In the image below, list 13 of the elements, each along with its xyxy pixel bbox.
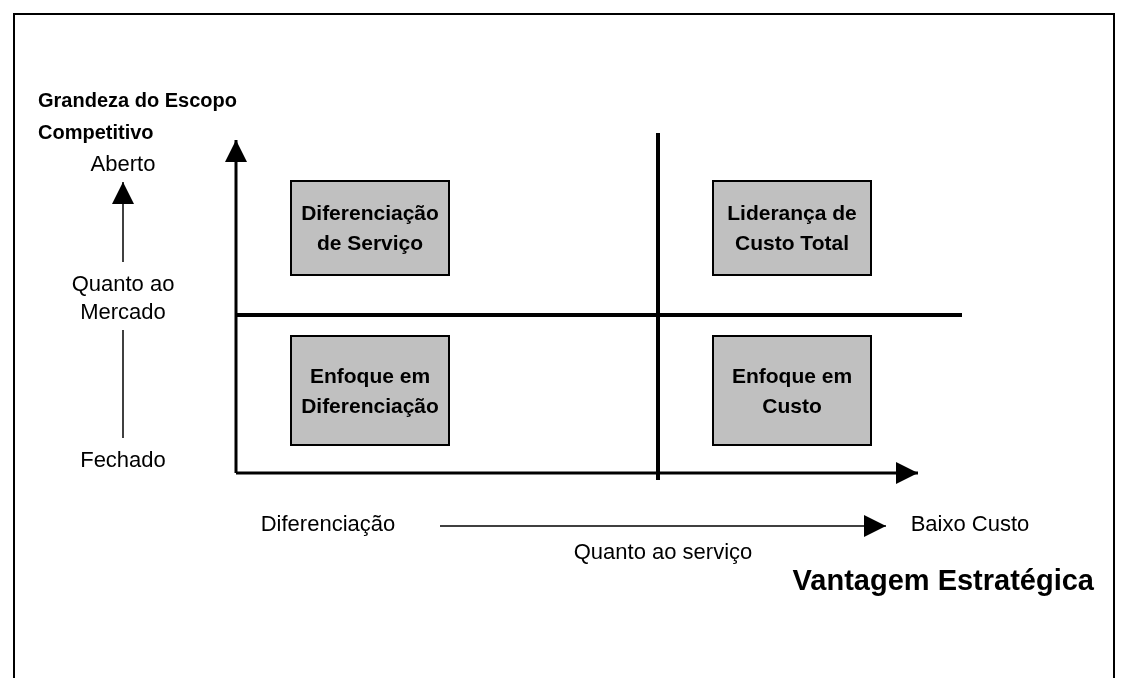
- strategy-box: Diferenciação de Serviço: [290, 180, 450, 276]
- arrow: [112, 181, 134, 263]
- strategy-box: Liderança de Custo Total: [712, 180, 872, 276]
- strategy-box: Enfoque em Diferenciação: [290, 335, 450, 446]
- axis-text: Quanto ao Mercado: [28, 270, 218, 326]
- axis-title: Grandeza do Escopo Competitivo: [38, 88, 238, 145]
- axis-text: Baixo Custo: [900, 510, 1040, 538]
- axis-text: Aberto: [73, 150, 173, 178]
- axis-title: Vantagem Estratégica: [791, 563, 1094, 598]
- strategy-box: Enfoque em Custo: [712, 335, 872, 446]
- axis-text: Fechado: [58, 446, 188, 474]
- arrow: [439, 515, 887, 537]
- axis-text: Diferenciação: [238, 510, 418, 538]
